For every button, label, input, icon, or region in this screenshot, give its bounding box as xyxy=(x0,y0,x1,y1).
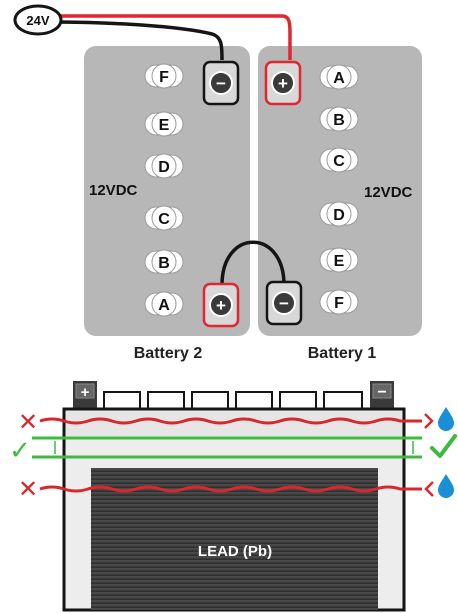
lead-plates-label: LEAD (Pb) xyxy=(198,543,272,560)
battery-2-negative-terminal: − xyxy=(202,60,240,106)
water-drop-icon xyxy=(438,407,454,431)
cell-label: A xyxy=(333,70,345,87)
correct-check-icon: ✓ xyxy=(9,435,31,465)
wrong-x-icon: ✕ xyxy=(18,409,38,436)
cell-cap: E xyxy=(319,247,359,273)
cell-label: B xyxy=(333,112,345,129)
too-low-level-line xyxy=(39,485,422,493)
battery-1-name: Battery 1 xyxy=(308,345,377,362)
voltage-tag-label: 24V xyxy=(26,13,49,28)
plus-icon: + xyxy=(81,384,90,401)
correct-level-band xyxy=(32,436,422,459)
cell-label: F xyxy=(334,295,344,312)
minus-icon: − xyxy=(279,294,289,313)
minus-icon: − xyxy=(377,384,386,401)
water-drop-icon xyxy=(438,474,454,498)
lead-plates xyxy=(91,468,378,610)
cell-cap: A xyxy=(319,64,359,90)
cell-cap: A xyxy=(144,291,184,317)
cell-cap: F xyxy=(144,63,184,89)
fill-cap xyxy=(323,391,363,411)
inward-arrow-icon xyxy=(424,481,434,497)
fill-cap xyxy=(103,391,141,411)
battery-1-voltage: 12VDC xyxy=(364,184,413,201)
battery-1-cells: A B C D E F xyxy=(319,64,359,315)
minus-icon: − xyxy=(216,74,226,93)
cell-cap: D xyxy=(319,201,359,227)
battery-1-positive-terminal: + xyxy=(264,60,302,106)
cell-label: B xyxy=(158,255,170,272)
battery-1-negative-terminal: − xyxy=(265,280,303,326)
plus-icon: + xyxy=(278,74,288,93)
cell-cap: C xyxy=(144,205,184,231)
wrong-x-icon: ✕ xyxy=(18,476,38,503)
fill-cap xyxy=(235,391,273,411)
cell-label: A xyxy=(158,297,170,314)
cell-cap: C xyxy=(319,147,359,173)
battery-2-name: Battery 2 xyxy=(134,345,203,362)
battery-2-positive-terminal: + xyxy=(202,282,240,328)
cutaway-fill-caps xyxy=(103,391,363,411)
cell-label: D xyxy=(333,207,345,224)
outward-arrow-icon xyxy=(424,413,434,429)
cell-label: C xyxy=(158,211,170,228)
cell-cap: E xyxy=(144,111,184,137)
cell-label: D xyxy=(158,159,170,176)
battery-2-panel xyxy=(84,46,250,336)
too-high-level-line xyxy=(39,417,422,425)
cutaway-negative-post: − xyxy=(370,381,394,411)
battery-2-voltage: 12VDC xyxy=(89,182,138,199)
cell-label: F xyxy=(159,69,169,86)
voltage-tag: 24V xyxy=(13,4,63,36)
cell-label: E xyxy=(334,253,345,270)
battery-1-panel xyxy=(258,46,422,336)
cell-label: E xyxy=(159,117,170,134)
correct-check-icon-right xyxy=(430,434,457,458)
fill-cap xyxy=(147,391,185,411)
black-output-cable xyxy=(47,20,224,61)
red-output-cable xyxy=(60,14,292,60)
fill-cap xyxy=(191,391,229,411)
cell-cap: B xyxy=(319,106,359,132)
battery-2-cells: F E D C B A xyxy=(144,63,184,317)
series-jumper-cable xyxy=(220,240,286,286)
cell-cap: D xyxy=(144,153,184,179)
cell-cap: B xyxy=(144,249,184,275)
cell-label: C xyxy=(333,153,345,170)
fill-cap xyxy=(279,391,317,411)
plus-icon: + xyxy=(216,296,226,315)
cutaway-positive-post: + xyxy=(73,381,97,411)
cell-cap: F xyxy=(319,289,359,315)
